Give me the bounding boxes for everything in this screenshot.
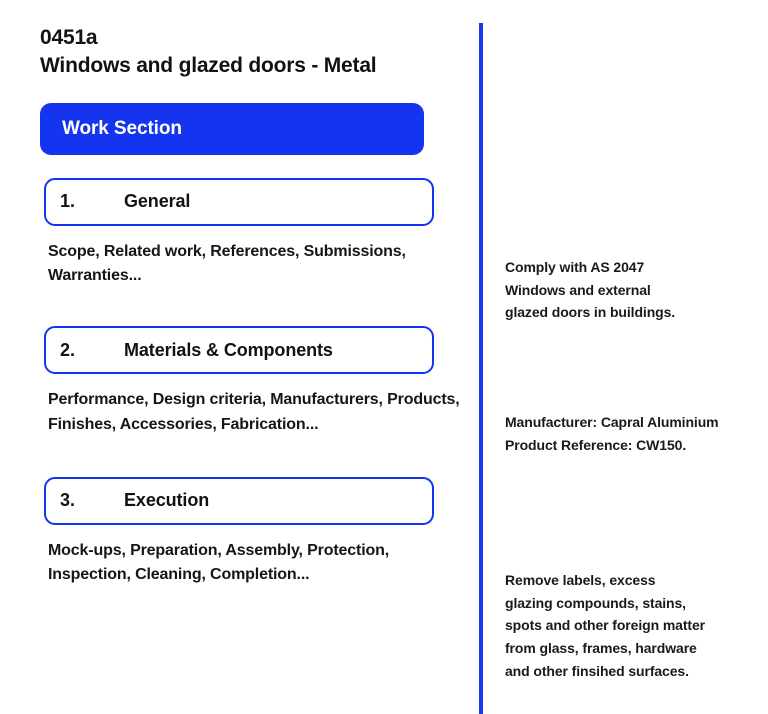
note-execution-line-5: and other finsihed surfaces. [505, 662, 689, 679]
section-block-2: 2. Materials & Components Performance, D… [40, 326, 460, 437]
note-execution-line-1: Remove labels, excess [505, 572, 656, 588]
note-general-line-1: Comply with AS 2047 [505, 259, 645, 275]
note-materials: Manufacturer: Capral Aluminium Product R… [505, 411, 755, 456]
section-block-1: 1. General Scope, Related work, Referenc… [40, 177, 460, 289]
section-number-3: 3. [60, 490, 76, 511]
spacer-1 [40, 292, 460, 326]
work-section-banner-label: Work Section [62, 117, 182, 139]
section-block-3: 3. Execution Mock-ups, Preparation, Asse… [40, 476, 460, 588]
note-execution-line-3: spots and other foreign matter [505, 617, 706, 634]
document-title: Windows and glazed doors - Metal [40, 54, 377, 78]
section-name-3: Execution [124, 490, 210, 511]
work-section-banner[interactable]: Work Section [40, 102, 424, 155]
section-body-3: Mock-ups, Preparation, Assembly, Protect… [48, 541, 390, 584]
section-body-2: Performance, Design criteria, Manufactur… [48, 391, 460, 433]
section-header-3[interactable]: 3. Execution [44, 476, 434, 525]
left-column: 0451a Windows and glazed doors - Metal W… [40, 24, 460, 592]
note-general-line-3: glazed doors in buildings. [505, 304, 676, 321]
note-materials-line-2: Product Reference: CW150. [505, 436, 687, 453]
note-materials-line-1: Manufacturer: Capral Aluminium [505, 414, 719, 430]
note-general-line-2: Windows and external [505, 281, 651, 298]
section-name-2: Materials & Components [124, 339, 333, 360]
section-number-1: 1. [60, 191, 76, 212]
section-header-2[interactable]: 2. Materials & Components [44, 326, 434, 375]
note-general: Comply with AS 2047 Windows and external… [505, 256, 755, 324]
note-execution-line-4: from glass, frames, hardware [505, 640, 697, 657]
note-execution: Remove labels, excess glazing compounds,… [505, 569, 755, 682]
note-execution-line-2: glazing compounds, stains, [505, 594, 686, 611]
document-code: 0451a [40, 26, 98, 49]
spacer-2 [40, 441, 460, 477]
vertical-divider [479, 23, 483, 714]
section-number-2: 2. [60, 339, 76, 360]
section-header-1[interactable]: 1. General [44, 177, 434, 226]
section-name-1: General [124, 191, 191, 212]
section-body-1: Scope, Related work, References, Submiss… [48, 242, 406, 284]
